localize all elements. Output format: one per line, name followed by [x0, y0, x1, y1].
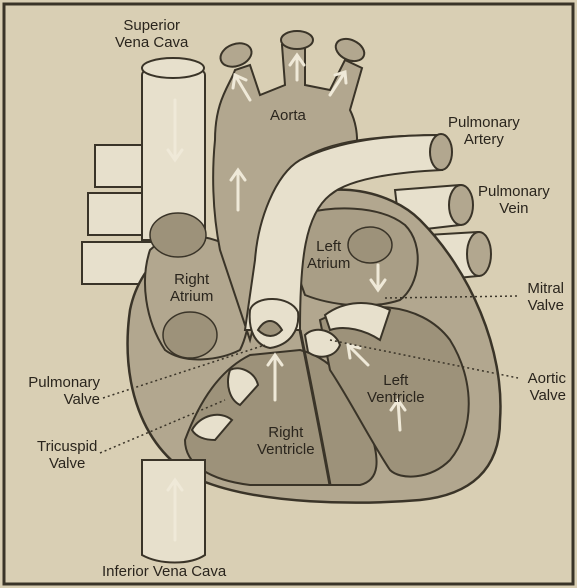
label-pulmonary-valve-line2: Valve	[18, 391, 100, 408]
coronary-sinus-opening	[163, 312, 217, 358]
label-left-atrium-line1: Left	[307, 238, 350, 255]
label-superior-vena-cava-line2: Vena Cava	[115, 34, 188, 51]
label-left-ventricle-line1: Left	[367, 372, 425, 389]
label-right-atrium-line1: Right	[170, 271, 213, 288]
label-right-atrium-line2: Atrium	[170, 288, 213, 305]
label-tricuspid-valve-line2: Valve	[37, 455, 97, 472]
aorta-branch-right	[332, 35, 368, 66]
label-pulmonary-vein-line2: Vein	[478, 200, 550, 217]
label-mitral-valve-line1: Mitral	[508, 280, 564, 297]
label-aortic-valve-line2: Valve	[508, 387, 566, 404]
superior-vena-cava-opening	[150, 213, 206, 257]
label-aorta: Aorta	[270, 107, 306, 124]
label-pulmonary-vein: Pulmonary Vein	[478, 183, 550, 217]
label-pulmonary-valve-line1: Pulmonary	[18, 374, 100, 391]
label-inferior-vena-cava: Inferior Vena Cava	[102, 563, 226, 580]
label-mitral-valve: Mitral Valve	[508, 280, 564, 314]
label-right-atrium: Right Atrium	[170, 271, 213, 305]
label-aortic-valve: Aortic Valve	[508, 370, 566, 404]
label-superior-vena-cava-line1: Superior	[115, 17, 188, 34]
label-superior-vena-cava: Superior Vena Cava	[115, 17, 188, 51]
label-tricuspid-valve: Tricuspid Valve	[37, 438, 97, 472]
superior-vena-cava-top	[142, 58, 204, 78]
label-right-ventricle-line1: Right	[257, 424, 315, 441]
label-left-atrium: Left Atrium	[307, 238, 350, 272]
label-left-ventricle-line2: Ventricle	[367, 389, 425, 406]
pulmonary-vein-opening	[348, 227, 392, 263]
label-pulmonary-valve: Pulmonary Valve	[18, 374, 100, 408]
label-pulmonary-artery-line2: Artery	[448, 131, 520, 148]
label-mitral-valve-line2: Valve	[508, 297, 564, 314]
left-pulmonary-vein-lower-opening	[467, 232, 491, 276]
label-right-ventricle: Right Ventricle	[257, 424, 315, 458]
label-pulmonary-artery: Pulmonary Artery	[448, 114, 520, 148]
label-pulmonary-artery-line1: Pulmonary	[448, 114, 520, 131]
label-right-ventricle-line2: Ventricle	[257, 441, 315, 458]
label-pulmonary-vein-line1: Pulmonary	[478, 183, 550, 200]
label-aortic-valve-line1: Aortic	[508, 370, 566, 387]
label-left-ventricle: Left Ventricle	[367, 372, 425, 406]
aorta-branch-middle	[281, 31, 313, 49]
left-pulmonary-vein-upper-opening	[449, 185, 473, 225]
label-tricuspid-valve-line1: Tricuspid	[37, 438, 97, 455]
label-left-atrium-line2: Atrium	[307, 255, 350, 272]
